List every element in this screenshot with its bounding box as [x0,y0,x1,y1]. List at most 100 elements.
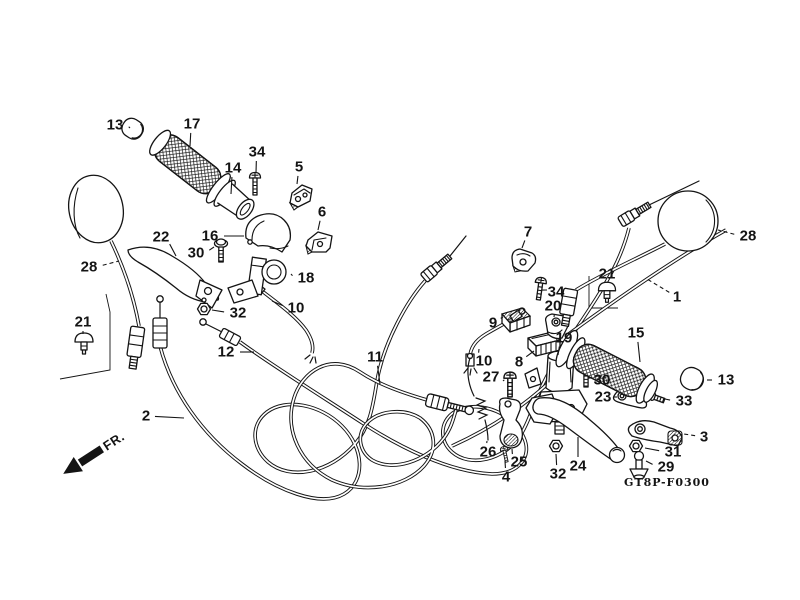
leader-line-19 [557,346,560,356]
leader-line-7 [521,240,526,249]
part-label-31: 31 [665,444,682,461]
cable-2-adjuster [419,251,454,284]
part-label-22: 22 [153,229,170,246]
part-5-switch-block [288,184,313,211]
part-label-14: 14 [225,160,242,177]
cable-12-inner-wire [648,180,700,206]
part-label-11: 11 [367,349,383,366]
part-24-brake-lever [525,393,626,464]
part-13-grip-cap-right [679,366,705,391]
leader-line-32 [211,309,225,313]
part-label-32: 32 [550,466,567,483]
part-label-20: 20 [545,298,562,315]
part-label-8: 8 [515,354,523,371]
part-label-10: 10 [288,300,305,317]
leader-line-33 [664,398,671,401]
diagram-code: GT8P-F0300 [624,476,710,489]
leader-line-14 [230,176,233,195]
fr-label: FR. [100,429,127,454]
leader-lines [82,126,735,469]
leader-line-17 [189,132,192,147]
part-label-29: 29 [658,459,675,476]
part-2-throttle-cable [158,279,427,501]
part-label-27: 27 [483,369,500,386]
part-label-16: 16 [202,228,219,245]
part-27-bolt [503,371,517,398]
leader-line-15 [637,341,641,363]
part-label-26: 26 [480,444,497,461]
fr-direction-arrow: FR. [63,429,127,474]
part-label-21: 21 [599,266,616,283]
part-15-grip [555,329,659,404]
part-label-32: 32 [230,305,247,322]
leader-line-10 [271,300,283,306]
part-label-2: 2 [142,408,150,425]
part-21-screw-left [74,332,94,355]
part-label-9: 9 [489,315,497,332]
part-label-12: 12 [218,344,235,361]
part-28-mirror-right [559,190,719,327]
part-13-grip-cap-left [121,117,145,140]
part-label-7: 7 [524,224,532,241]
leader-line-1 [646,278,670,293]
leader-line-5 [296,175,299,185]
part-label-4: 4 [502,469,511,486]
part-label-28: 28 [81,259,98,276]
part-29-ball-stud [629,450,649,480]
part-label-30: 30 [188,245,205,262]
part-label-3: 3 [700,429,708,446]
leader-line-3 [683,433,696,437]
part-18-holder-lower [227,256,287,304]
cable-12-upper-end [199,318,242,347]
part-32-nut-right [548,439,564,453]
part-17-grip [149,129,255,220]
cable-2-upper-end [152,295,168,349]
leader-line-28 [102,260,120,266]
part-label-34: 34 [548,284,565,301]
part-label-18: 18 [298,270,315,287]
leader-line-32 [555,453,558,466]
part-label-33: 33 [676,393,693,410]
part-label-23: 23 [595,389,612,406]
ref-bracket-21-left [59,293,111,380]
part-label-24: 24 [570,458,587,475]
part-label-30: 30 [594,372,611,389]
part-22-lever [127,246,223,309]
part-label-6: 6 [318,204,326,221]
cable-11-end-fitting [424,393,475,416]
part-label-5: 5 [295,159,303,176]
leader-line-2 [154,415,185,419]
part-label-34: 34 [249,144,266,161]
part-10-cable-left [253,283,317,364]
leader-line-30 [208,246,215,251]
part-label-28: 28 [740,228,757,245]
part-9-switch [500,307,532,333]
part-label-19: 19 [556,330,573,347]
part-label-13: 13 [718,372,735,389]
leader-line-9 [500,316,504,319]
part-28-mirror-left [68,174,146,370]
leader-line-11 [377,365,381,385]
leader-line-31 [644,447,660,452]
leader-line-22 [169,243,177,257]
leader-line-29 [645,460,653,465]
part-label-17: 17 [184,116,201,133]
part-32-nut-left [196,302,212,316]
leader-line-18 [290,273,293,277]
part-34-screw-left [248,171,262,196]
part-label-13: 13 [107,117,124,134]
leader-line-8 [525,350,535,358]
part-26-wire-spring [466,352,489,441]
leader-line-6 [317,220,321,231]
leader-line-13 [128,126,131,129]
part-25-bracket [498,397,524,449]
leader-line-28 [717,229,735,235]
part-label-15: 15 [628,325,645,342]
part-label-25: 25 [511,454,528,471]
part-6-switch-block [305,231,333,255]
part-31-locknut [628,439,644,453]
cable-2-inner-wire [449,235,467,257]
